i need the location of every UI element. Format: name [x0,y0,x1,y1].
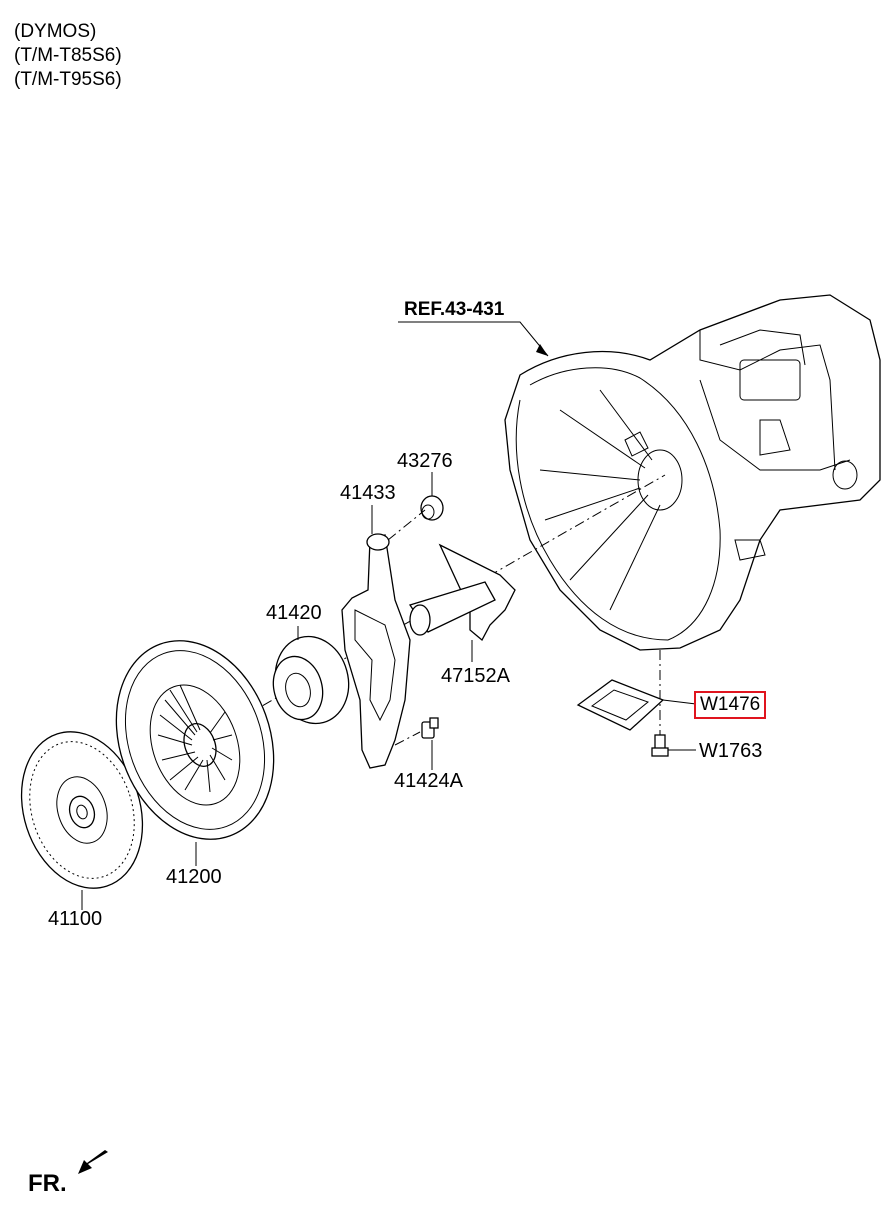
front-indicator-label: FR. [28,1170,67,1197]
pivot-axis [387,509,426,541]
header-line-1: (DYMOS) [14,21,97,42]
cover-gasket [576,679,665,731]
leader-W1476 [662,699,697,705]
part-label-41200[interactable]: 41200 [166,866,222,888]
ref-label: REF.43-431 [404,299,505,320]
release-bearing [272,635,350,725]
release-fork [341,533,411,769]
ref-leader [398,321,549,357]
part-label-47152A[interactable]: 47152A [441,665,510,687]
front-arrow-icon [78,1150,108,1174]
pivot-bushing [420,495,444,521]
ref-arrowhead [536,344,548,356]
fork-bolt-axis [394,731,421,746]
part-label-41100[interactable]: 41100 [48,908,103,930]
part-label-43276[interactable]: 43276 [397,450,453,472]
gasket-bolt [651,734,669,757]
part-label-41433[interactable]: 41433 [340,482,396,504]
transmission-housing [504,294,881,651]
clutch-cover [115,640,275,840]
part-label-W1476[interactable]: W1476 [694,691,767,719]
part-label-W1763[interactable]: W1763 [699,740,763,762]
header-line-2: (T/M-T85S6) [14,45,122,66]
header-line-3: (T/M-T95S6) [14,69,122,90]
fork-bolt [421,717,439,739]
part-label-41424A[interactable]: 41424A [394,770,463,792]
part-label-41420[interactable]: 41420 [266,602,322,624]
guide-sleeve [408,543,516,642]
